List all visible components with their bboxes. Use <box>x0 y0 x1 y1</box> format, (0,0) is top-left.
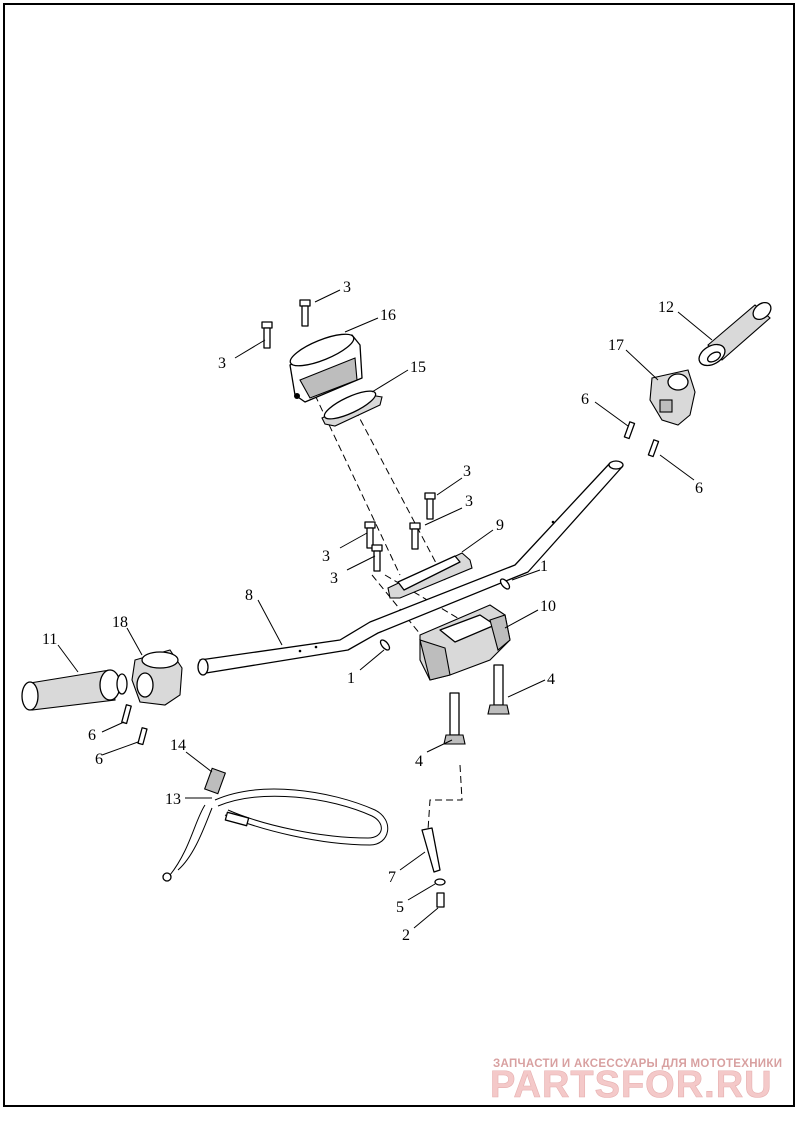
callout-10: 10 <box>540 598 556 615</box>
callout-1-right: 1 <box>540 558 548 575</box>
handlebar-riser <box>419 604 511 681</box>
screws-6 <box>121 421 660 746</box>
callout-4-right: 4 <box>547 671 555 688</box>
throttle-cables <box>162 767 389 882</box>
bolts-3 <box>261 299 436 572</box>
callout-11: 11 <box>42 631 57 648</box>
right-grip <box>698 301 772 367</box>
callout-3-top: 3 <box>343 279 351 296</box>
callout-17: 17 <box>608 337 624 354</box>
callout-9: 9 <box>496 517 504 534</box>
left-switch-housing <box>131 649 183 706</box>
bolts-4 <box>443 664 510 745</box>
callout-3-mid-d: 3 <box>330 570 338 587</box>
gauge-assembly <box>289 333 383 427</box>
top-clamp <box>387 552 473 599</box>
callout-13: 13 <box>165 791 181 808</box>
callout-6-left-a: 6 <box>88 727 96 744</box>
callout-12: 12 <box>658 299 674 316</box>
callout-8: 8 <box>245 587 253 604</box>
right-switch-housing <box>649 369 696 426</box>
watermark-tagline: ЗАПЧАСТИ И АКСЕССУАРЫ ДЛЯ МОТОТЕХНИКИ <box>493 1058 782 1070</box>
callout-18: 18 <box>112 614 128 631</box>
callout-labels: 3 16 3 15 12 17 6 6 3 3 9 3 3 1 8 10 11 … <box>42 279 703 944</box>
callout-16: 16 <box>380 307 396 324</box>
screws-1 <box>379 578 511 651</box>
callout-4-left: 4 <box>415 753 423 770</box>
callout-3-mid-a: 3 <box>463 463 471 480</box>
callout-1-left: 1 <box>347 670 355 687</box>
cable-clip-hardware <box>421 827 446 908</box>
watermark-logo: PARTSFOR.RU <box>490 1064 773 1106</box>
callout-15: 15 <box>410 359 426 376</box>
callout-14: 14 <box>170 737 186 754</box>
leader-lines <box>57 289 713 929</box>
callout-7: 7 <box>388 869 396 886</box>
watermark: ЗАПЧАСТИ И АКСЕССУАРЫ ДЛЯ МОТОТЕХНИКИ PA… <box>490 1058 782 1106</box>
callout-6-left-b: 6 <box>95 751 103 768</box>
callout-2: 2 <box>402 927 410 944</box>
callout-5: 5 <box>396 899 404 916</box>
callout-6-right: 6 <box>695 480 703 497</box>
callout-3-left: 3 <box>218 355 226 372</box>
callout-3-mid-c: 3 <box>322 548 330 565</box>
handlebar <box>197 460 624 676</box>
callout-6-upper-right: 6 <box>581 391 589 408</box>
diagram-frame <box>3 3 795 1107</box>
callout-3-mid-b: 3 <box>465 493 473 510</box>
left-grip <box>21 669 128 711</box>
